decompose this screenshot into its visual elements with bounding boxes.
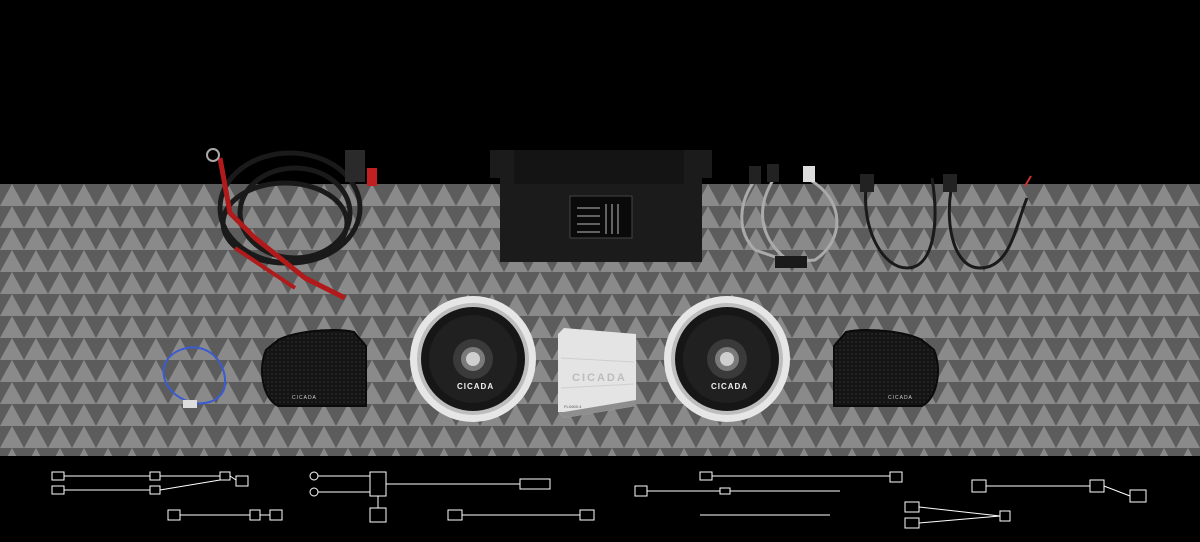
y-adapter-cable	[740, 164, 839, 268]
speaker-harness-cable-right	[943, 174, 1032, 270]
amp-model: FLX600.4	[564, 404, 582, 409]
speaker-harness-cable-left	[860, 174, 937, 270]
mounting-bracket	[480, 150, 722, 268]
speaker-right: CICADA	[663, 295, 791, 423]
speaker-right-brand: CICADA	[711, 382, 749, 391]
harness-outline-diagrams	[51, 471, 1147, 529]
speaker-left: CICADA	[409, 295, 537, 423]
lid-left-brand: CICADA	[292, 395, 317, 401]
amp-brand: CICADA	[572, 372, 627, 384]
speaker-lid-left: CICADA	[258, 328, 370, 410]
lid-right-brand: CICADA	[888, 395, 913, 401]
blue-remote-wire	[162, 346, 227, 408]
speaker-left-brand: CICADA	[457, 382, 495, 391]
amplifier: CICADA FLX600.4	[558, 328, 638, 420]
power-harness-cable	[206, 148, 377, 301]
speaker-lid-right: CICADA	[830, 328, 942, 410]
